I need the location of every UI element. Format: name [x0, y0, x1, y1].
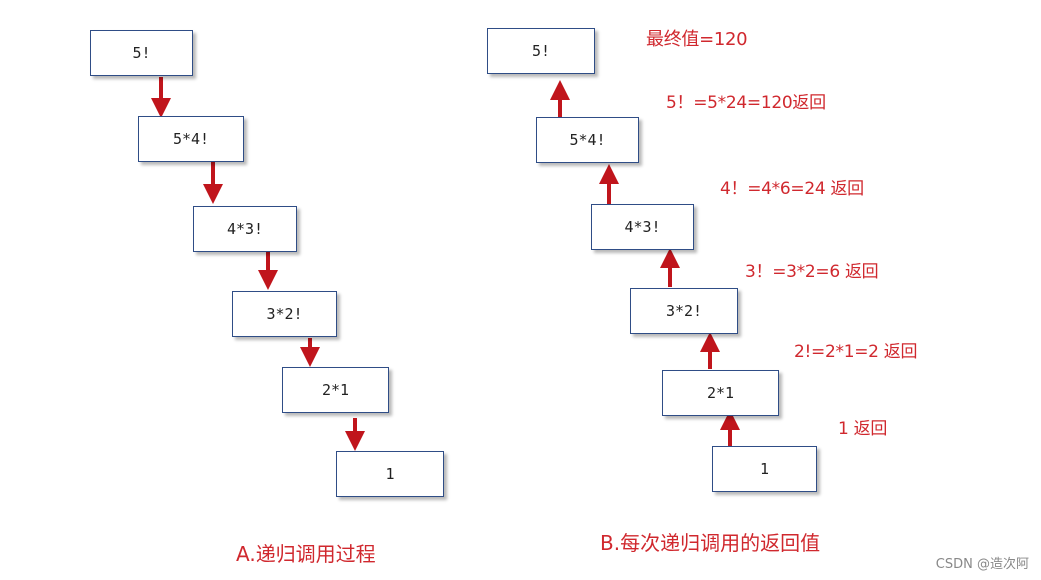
return-box-5-factorial: 5!	[487, 28, 595, 74]
caption-return-values: B.每次递归调用的返回值	[600, 531, 821, 555]
call-box-2x1: 2*1	[282, 367, 389, 413]
return-box-1: 1	[712, 446, 817, 492]
call-box-5x4-factorial: 5*4!	[138, 116, 244, 162]
return-note-3: 3！=3*2=6 返回	[745, 262, 879, 282]
final-value-note: 最终值=120	[646, 29, 748, 50]
watermark: CSDN @造次阿	[935, 557, 1029, 572]
call-box-4x3-factorial: 4*3!	[193, 206, 297, 252]
caption-recursive-calls: A.递归调用过程	[236, 542, 376, 566]
return-box-5x4-factorial: 5*4!	[536, 117, 639, 163]
return-note-1: 1 返回	[838, 419, 888, 439]
return-note-5: 5！=5*24=120返回	[666, 93, 826, 113]
return-note-2: 2!=2*1=2 返回	[794, 342, 918, 362]
call-box-3x2-factorial: 3*2!	[232, 291, 337, 337]
return-box-2x1: 2*1	[662, 370, 779, 416]
call-box-5-factorial: 5!	[90, 30, 193, 76]
call-box-1: 1	[336, 451, 444, 497]
return-note-4: 4！=4*6=24 返回	[720, 179, 864, 199]
return-box-3x2-factorial: 3*2!	[630, 288, 738, 334]
return-box-4x3-factorial: 4*3!	[591, 204, 694, 250]
